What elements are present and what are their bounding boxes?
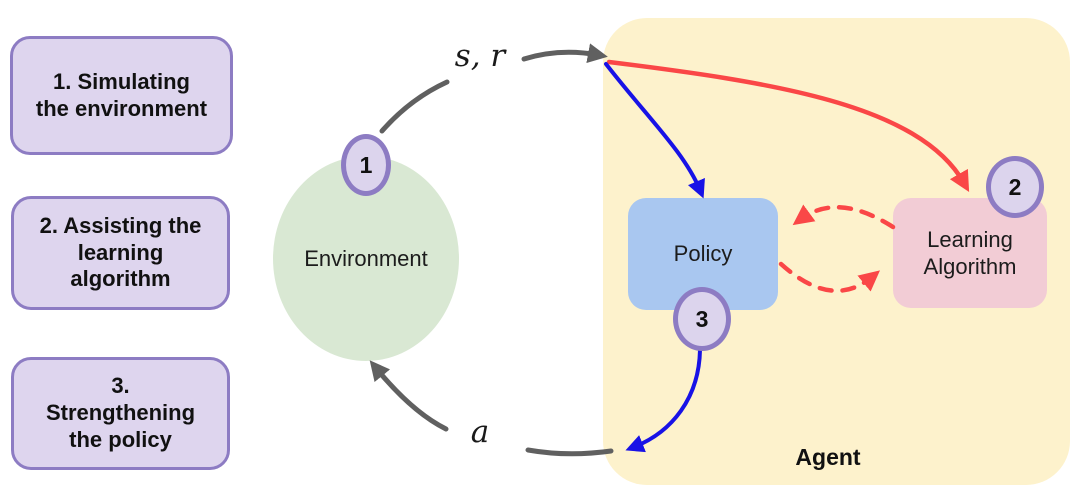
state-reward-arrow-left-segment — [379, 79, 450, 134]
environment-label: Environment — [304, 245, 428, 271]
legend-item-strengthening-policy: 3. Strengthening the policy — [11, 357, 230, 470]
badge-learning-algorithm: 2 — [986, 156, 1044, 218]
legend-item-assisting-learning-algorithm: 2. Assisting the learning algorithm — [11, 196, 230, 310]
policy-node: Policy — [628, 198, 778, 310]
badge-environment: 1 — [341, 134, 391, 196]
agent-label: Agent — [795, 444, 861, 470]
action-arrow-right-segment — [525, 447, 614, 457]
state-reward-arrow-right-segment — [521, 43, 608, 64]
action-arrow-left-segment — [369, 360, 449, 432]
legend-item-simulating-environment: 1. Simulating the environment — [10, 36, 233, 155]
badge-policy: 3 — [673, 287, 731, 351]
action-label: a — [470, 414, 490, 450]
learning-algorithm-node: Learning Algorithm — [893, 198, 1047, 308]
state-reward-label: s, r — [454, 38, 506, 74]
